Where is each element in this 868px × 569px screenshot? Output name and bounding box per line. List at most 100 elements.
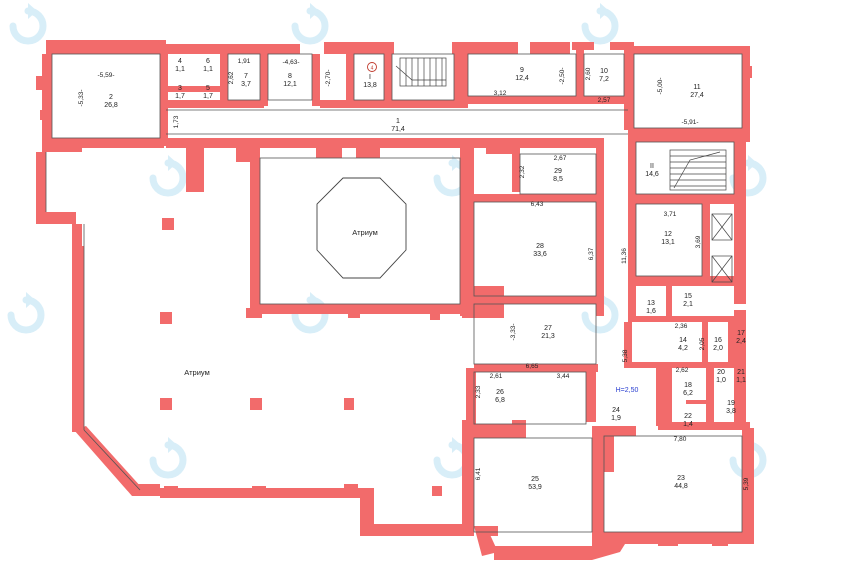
dim-6-37: 6,37 [588, 247, 595, 260]
svg-text:26: 26 [496, 389, 504, 396]
svg-text:27,4: 27,4 [690, 92, 704, 99]
svg-text:2,4: 2,4 [736, 338, 746, 345]
svg-text:1,9: 1,9 [611, 415, 621, 422]
watermark-logo-icon [291, 3, 329, 45]
svg-text:6,2: 6,2 [683, 390, 693, 397]
dim-11-36: 11,36 [621, 248, 628, 264]
dim-2-36: 2,36 [675, 323, 688, 330]
svg-text:16: 16 [714, 337, 722, 344]
room-I: I13,8 [363, 74, 377, 89]
outline-lines [45, 53, 743, 533]
svg-text:13: 13 [647, 300, 655, 307]
svg-text:20: 20 [717, 369, 725, 376]
room-8: 812,1 [283, 73, 297, 88]
dim-2-50: -2,50- [559, 68, 566, 85]
svg-text:1,1: 1,1 [203, 66, 213, 73]
svg-text:6: 6 [206, 58, 210, 65]
room-22: 221,4 [683, 413, 693, 428]
room-13: 131,6 [646, 300, 656, 315]
svg-text:24: 24 [612, 407, 620, 414]
svg-text:21,3: 21,3 [541, 333, 555, 340]
svg-text:28: 28 [536, 243, 544, 250]
svg-text:4: 4 [178, 58, 182, 65]
dim-4-63: -4,63- [283, 59, 300, 66]
svg-text:4,2: 4,2 [678, 345, 688, 352]
stairs-top [395, 57, 447, 87]
svg-text:1,1: 1,1 [175, 66, 185, 73]
dim-5-00: -5,00- [657, 78, 664, 95]
dim-6-43: 6,43 [531, 201, 544, 208]
svg-text:8,5: 8,5 [553, 176, 563, 183]
room-9: 912,4 [515, 67, 529, 82]
dim-5-91: -5,91- [682, 119, 699, 126]
svg-text:9: 9 [520, 67, 524, 74]
svg-text:26,8: 26,8 [104, 102, 118, 109]
svg-text:14,6: 14,6 [645, 171, 659, 178]
dim-2-32: 2,32 [519, 165, 526, 178]
svg-text:1,6: 1,6 [646, 308, 656, 315]
atrium-main-label: Атриум [184, 368, 209, 377]
room-14: 144,2 [678, 337, 688, 352]
svg-text:21: 21 [737, 369, 745, 376]
svg-text:23: 23 [677, 475, 685, 482]
svg-text:33,6: 33,6 [533, 251, 547, 258]
room-21: 211,1 [736, 369, 746, 384]
exterior-walls [36, 40, 754, 560]
svg-text:7,2: 7,2 [599, 76, 609, 83]
svg-text:1,1: 1,1 [736, 377, 746, 384]
dim-3-71: 3,71 [664, 211, 677, 218]
watermark-logo-icon [7, 292, 45, 334]
ceiling-height-note: Н=2,50 [616, 387, 639, 394]
svg-text:29: 29 [554, 168, 562, 175]
room-2: 226,8 [104, 94, 118, 109]
svg-text:18: 18 [684, 382, 692, 389]
interior-walls [36, 50, 752, 546]
watermark-logo-icon [149, 155, 187, 197]
room-6: 61,1 [203, 58, 213, 73]
svg-text:6,8: 6,8 [495, 397, 505, 404]
svg-text:12,4: 12,4 [515, 75, 529, 82]
svg-text:3,8: 3,8 [726, 408, 736, 415]
svg-text:10: 10 [600, 68, 608, 75]
room-24: 241,9 [611, 407, 621, 422]
svg-text:13,1: 13,1 [661, 239, 675, 246]
dim-5-39: 5,39 [743, 477, 750, 490]
atrium-octagon [316, 177, 407, 279]
dim-5-33: -5,33- [78, 90, 85, 107]
watermark-logo-icon [581, 3, 619, 45]
svg-text:2: 2 [109, 94, 113, 101]
dim-6-65: 6,65 [526, 363, 539, 370]
circled-marker-text: 4 [371, 66, 374, 72]
dim-3-44: 3,44 [557, 373, 570, 380]
atrium-center-label: Атриум [352, 228, 377, 237]
watermark-logo-icon [149, 437, 187, 479]
dim-2-05: 2,05 [699, 337, 706, 350]
room-5: 51,7 [203, 85, 213, 100]
watermark-logo-icon [9, 3, 47, 45]
circled-marker-icon [367, 62, 377, 72]
svg-text:8: 8 [288, 73, 292, 80]
room-3: 31,7 [175, 85, 185, 100]
svg-text:5: 5 [206, 85, 210, 92]
elevator-shafts [711, 213, 733, 283]
svg-text:15: 15 [684, 293, 692, 300]
svg-text:1,0: 1,0 [716, 377, 726, 384]
dim-2-70: -2,70- [325, 70, 332, 87]
dim-1-91: 1,91 [238, 58, 251, 65]
dim-2-33: 2,33 [475, 385, 482, 398]
room-18: 186,2 [683, 382, 693, 397]
dim-3-69: 3,69 [695, 235, 702, 248]
svg-text:71,4: 71,4 [391, 126, 405, 133]
room-29: 298,5 [553, 168, 563, 183]
svg-text:12: 12 [664, 231, 672, 238]
svg-text:1: 1 [396, 118, 400, 125]
svg-text:25: 25 [531, 476, 539, 483]
svg-text:17: 17 [737, 330, 745, 337]
